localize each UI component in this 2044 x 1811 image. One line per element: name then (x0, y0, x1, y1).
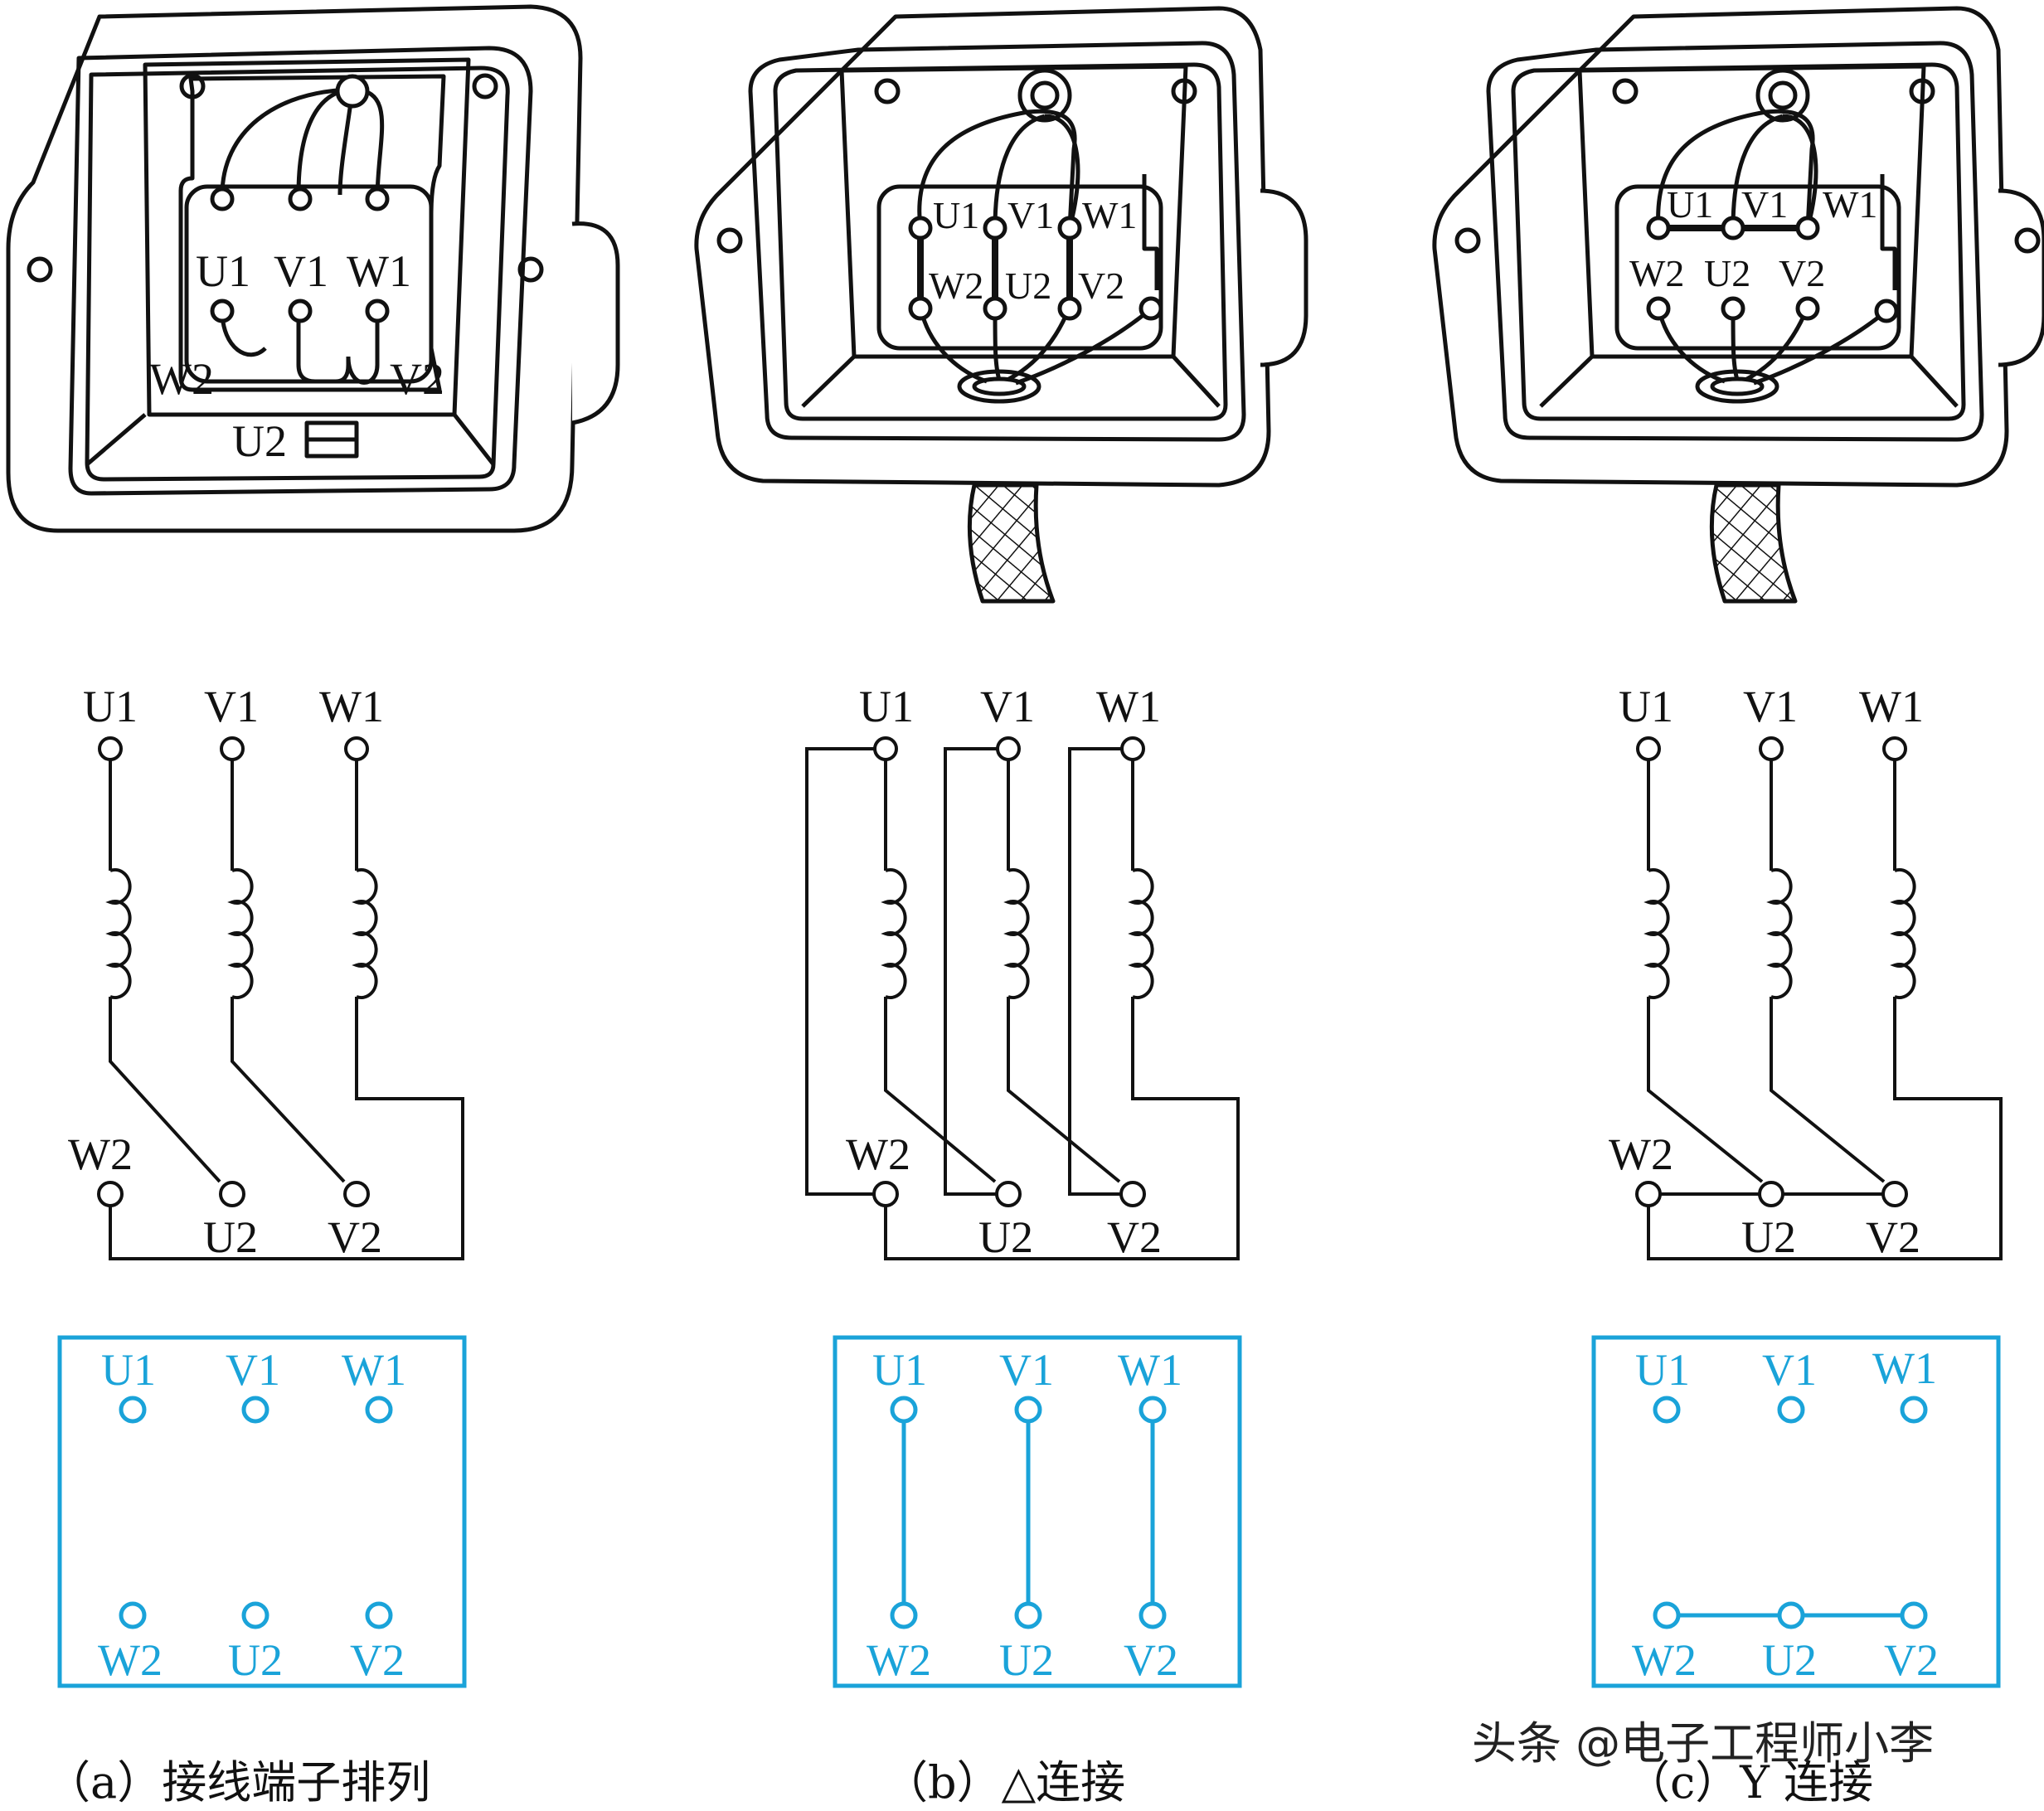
box-a-label-v1: V1 (274, 246, 328, 296)
box-b-label-w2: W2 (929, 265, 983, 307)
sch-c-w2: W2 (1609, 1129, 1673, 1179)
board-c-u2: U2 (1762, 1635, 1817, 1685)
board-a-u1: U1 (101, 1345, 156, 1395)
sch-a-w2: W2 (68, 1129, 133, 1179)
caption-a: （a）接线端子排列 (46, 1756, 431, 1809)
box-b-label-v2: V2 (1078, 265, 1124, 307)
schematic-c-labels: U1 V1 W1 W2 U2 V2 (1609, 682, 1924, 1262)
board-b-u2: U2 (999, 1635, 1054, 1685)
schematic-c (1635, 736, 2003, 1260)
board-a-w2: W2 (98, 1635, 163, 1685)
box-c-label-v1: V1 (1741, 183, 1788, 226)
box-c-label-u1: U1 (1667, 183, 1713, 226)
sch-b-v1: V1 (980, 682, 1035, 731)
terminal-board-c (1591, 1335, 2001, 1688)
box-a-label-u2: U2 (232, 416, 287, 466)
box-b-label-u2: U2 (1005, 265, 1051, 307)
junction-box-c-terminals (1646, 216, 1899, 323)
board-a-v2: V2 (350, 1635, 405, 1685)
watermark: 头条 @电子工程师小李 (1472, 1717, 1935, 1770)
board-b-v2: V2 (1124, 1635, 1178, 1685)
sch-c-u1: U1 (1619, 682, 1673, 731)
caption-b: （b）△连接 (883, 1756, 1126, 1809)
sch-b-u2: U2 (978, 1212, 1033, 1262)
sch-c-v2: V2 (1866, 1212, 1920, 1262)
sch-b-u1: U1 (859, 682, 914, 731)
sch-a-v1: V1 (204, 682, 259, 731)
sch-a-u2: U2 (203, 1212, 258, 1262)
junction-box-c-labels: U1 V1 W1 W2 U2 V2 (1629, 183, 1877, 294)
board-b-w2: W2 (867, 1635, 931, 1685)
sch-b-w1: W1 (1096, 682, 1161, 731)
terminal-board-a (57, 1335, 467, 1688)
board-c-v2: V2 (1884, 1635, 1939, 1685)
box-b-label-u1: U1 (933, 194, 979, 236)
board-c-v1: V1 (1762, 1345, 1817, 1395)
junction-box-b-labels: U1 V1 W1 W2 U2 V2 (929, 194, 1137, 307)
box-c-label-w1: W1 (1823, 183, 1877, 226)
sch-c-v1: V1 (1743, 682, 1798, 731)
schematic-b-labels: U1 V1 W1 W2 U2 V2 (846, 682, 1162, 1262)
board-a-v1: V1 (226, 1345, 280, 1395)
board-c-w2: W2 (1632, 1635, 1697, 1685)
box-b-label-v1: V1 (1007, 194, 1054, 236)
terminal-board-b-labels: U1 V1 W1 W2 U2 V2 (867, 1345, 1182, 1685)
junction-box-b-terminals (908, 216, 1163, 321)
terminal-board-b (833, 1335, 1242, 1688)
sch-c-w1: W1 (1859, 682, 1924, 731)
box-a-label-u1: U1 (196, 246, 250, 296)
box-a-label-w2: W2 (149, 354, 214, 404)
schematic-a (97, 736, 464, 1260)
junction-box-a (6, 4, 620, 533)
junction-box-a-terminals (210, 187, 390, 323)
box-c-label-w2: W2 (1629, 252, 1684, 294)
sch-a-v2: V2 (328, 1212, 382, 1262)
board-b-v1: V1 (999, 1345, 1054, 1395)
terminal-board-a-labels: U1 V1 W1 W2 U2 V2 (98, 1345, 406, 1685)
sch-c-u2: U2 (1741, 1212, 1796, 1262)
board-a-w1: W1 (342, 1345, 406, 1395)
junction-box-a-labels: U1 V1 W1 W2 V2 U2 (149, 246, 444, 466)
schematic-a-labels: U1 V1 W1 W2 U2 V2 (68, 682, 384, 1262)
schematic-b (805, 736, 1240, 1260)
sch-b-w2: W2 (846, 1129, 910, 1179)
board-b-w1: W1 (1118, 1345, 1182, 1395)
junction-box-c (1432, 6, 2044, 604)
sch-b-v2: V2 (1107, 1212, 1162, 1262)
box-c-label-v2: V2 (1779, 252, 1825, 294)
terminal-board-c-labels: U1 V1 W1 W2 U2 V2 (1632, 1343, 1939, 1685)
board-c-w1: W1 (1872, 1343, 1937, 1393)
box-c-label-u2: U2 (1704, 252, 1750, 294)
sch-a-w1: W1 (319, 682, 384, 731)
board-c-u1: U1 (1635, 1345, 1690, 1395)
board-b-u1: U1 (872, 1345, 927, 1395)
board-a-u2: U2 (228, 1635, 283, 1685)
sch-a-u1: U1 (83, 682, 138, 731)
junction-box-b (694, 6, 1308, 604)
box-b-label-w1: W1 (1082, 194, 1137, 236)
box-a-label-w1: W1 (347, 246, 411, 296)
box-a-label-v2: V2 (390, 354, 444, 404)
